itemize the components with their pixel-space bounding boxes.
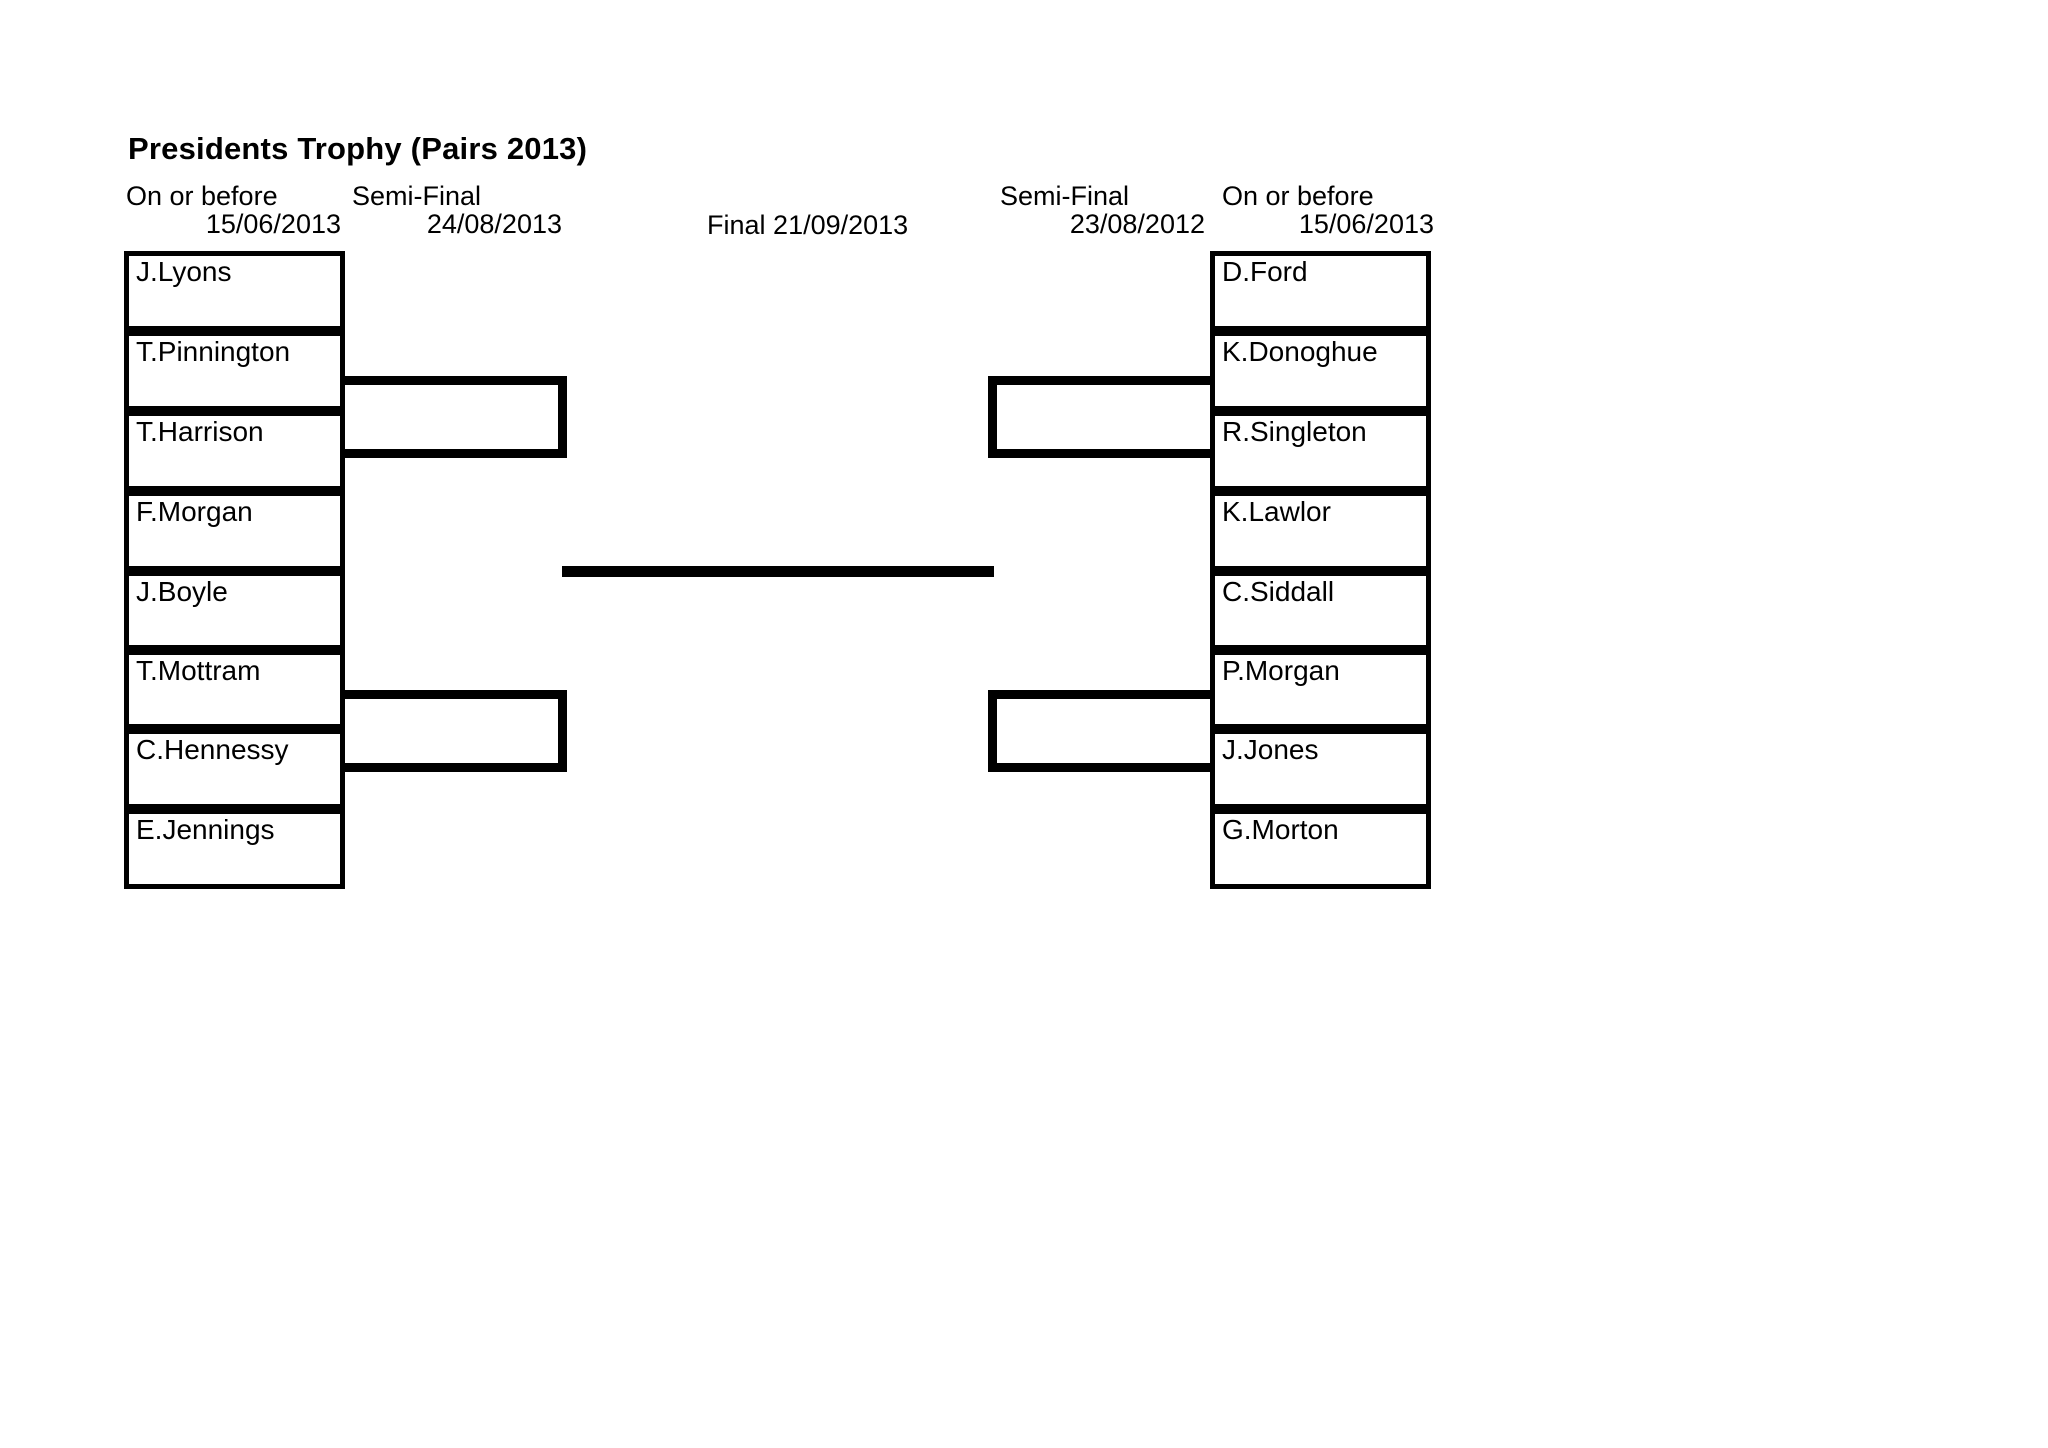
entrant-box-right-7[interactable]: J.Jones <box>1210 729 1431 809</box>
entrant-name: J.Boyle <box>136 576 228 607</box>
header-right-entry-date: 15/06/2013 <box>1298 209 1434 240</box>
header-right-semifinal-date: 23/08/2012 <box>1069 209 1205 240</box>
header-final: Final 21/09/2013 <box>707 211 908 239</box>
entrant-name: T.Harrison <box>136 416 264 447</box>
entrant-name: R.Singleton <box>1222 416 1367 447</box>
entrant-box-right-3[interactable]: R.Singleton <box>1210 411 1431 491</box>
entrant-name: K.Donoghue <box>1222 336 1378 367</box>
entrant-box-right-8[interactable]: G.Morton <box>1210 809 1431 889</box>
entrant-box-left-8[interactable]: E.Jennings <box>124 809 345 889</box>
entrant-name: D.Ford <box>1222 256 1308 287</box>
header-left-entry-stage: On or before <box>126 181 278 211</box>
entrant-name: T.Mottram <box>136 655 261 686</box>
semifinal-slot-right-lower[interactable] <box>988 690 1214 772</box>
entrant-box-right-6[interactable]: P.Morgan <box>1210 650 1431 729</box>
entrant-name: C.Siddall <box>1222 576 1335 607</box>
entrant-name: F.Morgan <box>136 496 253 527</box>
entrant-box-left-1[interactable]: J.Lyons <box>124 251 345 331</box>
header-right-semifinal: Semi-Final 23/08/2012 <box>1000 182 1205 238</box>
semifinal-slot-right-upper[interactable] <box>988 376 1214 458</box>
entrant-name: J.Lyons <box>136 256 232 287</box>
semifinal-slot-left-upper[interactable] <box>341 376 567 458</box>
entrant-box-left-5[interactable]: J.Boyle <box>124 571 345 650</box>
page-title: Presidents Trophy (Pairs 2013) <box>128 131 588 166</box>
entrant-name: T.Pinnington <box>136 336 291 367</box>
header-left-semifinal-date: 24/08/2013 <box>426 209 562 240</box>
entrant-box-left-4[interactable]: F.Morgan <box>124 491 345 571</box>
entrant-box-right-2[interactable]: K.Donoghue <box>1210 331 1431 411</box>
entrant-box-right-1[interactable]: D.Ford <box>1210 251 1431 331</box>
semifinal-slot-left-lower[interactable] <box>341 690 567 772</box>
final-slot[interactable] <box>562 566 994 577</box>
header-left-semifinal: Semi-Final 24/08/2013 <box>352 182 562 238</box>
header-right-entry: On or before 15/06/2013 <box>1222 182 1434 238</box>
entrant-name: J.Jones <box>1222 734 1319 765</box>
header-final-stage: Final <box>707 210 766 240</box>
entrant-name: P.Morgan <box>1222 655 1340 686</box>
entrant-box-left-2[interactable]: T.Pinnington <box>124 331 345 411</box>
entrant-name: K.Lawlor <box>1222 496 1331 527</box>
header-final-date: 21/09/2013 <box>773 210 909 240</box>
header-left-entry: On or before 15/06/2013 <box>126 182 341 238</box>
header-left-semifinal-stage: Semi-Final <box>352 181 482 211</box>
entrant-box-right-5[interactable]: C.Siddall <box>1210 571 1431 650</box>
header-right-semifinal-stage: Semi-Final <box>1000 181 1130 211</box>
header-right-entry-stage: On or before <box>1222 181 1374 211</box>
entrant-name: C.Hennessy <box>136 734 289 765</box>
header-left-entry-date: 15/06/2013 <box>205 209 341 240</box>
entrant-name: E.Jennings <box>136 814 275 845</box>
entrant-name: G.Morton <box>1222 814 1339 845</box>
entrant-box-right-4[interactable]: K.Lawlor <box>1210 491 1431 571</box>
entrant-box-left-6[interactable]: T.Mottram <box>124 650 345 729</box>
entrant-box-left-3[interactable]: T.Harrison <box>124 411 345 491</box>
entrant-box-left-7[interactable]: C.Hennessy <box>124 729 345 809</box>
